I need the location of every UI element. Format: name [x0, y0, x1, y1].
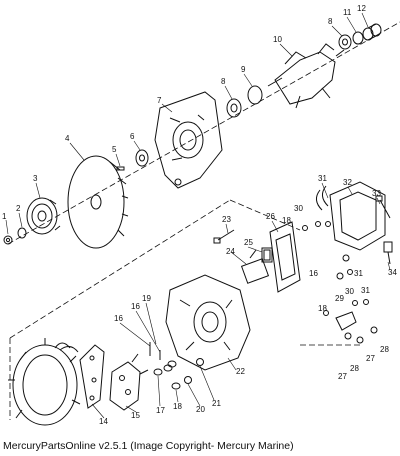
callout-1: 1 — [2, 212, 7, 221]
callout-26: 26 — [266, 212, 275, 221]
retainer-ring-icon — [247, 85, 263, 105]
stud-icon — [149, 342, 161, 360]
spacer-icon — [135, 149, 149, 167]
callout-16: 16 — [114, 314, 123, 323]
rectifier-bridge-icon — [109, 353, 149, 411]
callout-24: 24 — [226, 247, 235, 256]
callout-16: 16 — [309, 269, 318, 278]
callout-33: 33 — [372, 189, 381, 198]
key-icon — [116, 166, 125, 171]
callout-18: 18 — [318, 304, 327, 313]
callout-18: 18 — [282, 216, 291, 225]
seal-icon — [352, 31, 364, 45]
callout-2: 2 — [16, 204, 21, 213]
image-copyright-caption: MercuryPartsOnline v2.5.1 (Image Copyrig… — [3, 440, 294, 452]
capacitor-screw-icon — [375, 195, 391, 219]
slip-ring-bearing-icon — [338, 34, 352, 50]
callout-32: 32 — [343, 178, 352, 187]
callout-15: 15 — [131, 411, 140, 420]
callout-31: 31 — [318, 174, 327, 183]
callout-28: 28 — [380, 345, 389, 354]
brush-holder-icon — [261, 247, 273, 263]
slip-ring-end-frame-icon — [165, 274, 251, 371]
callout-8: 8 — [328, 17, 333, 26]
callout-3: 3 — [33, 174, 38, 183]
sleeve-icon — [362, 23, 382, 41]
callout-14: 14 — [99, 417, 108, 426]
callout-4: 4 — [65, 134, 70, 143]
callout-20: 20 — [196, 405, 205, 414]
callout-30: 30 — [294, 204, 303, 213]
diode-trio-icon — [79, 344, 105, 409]
callout-17: 17 — [156, 406, 165, 415]
stator-icon — [8, 338, 81, 426]
callout-8: 8 — [221, 77, 226, 86]
regulator-icon — [240, 249, 270, 284]
nut-icon — [3, 235, 13, 245]
callout-27: 27 — [338, 372, 347, 381]
callout-10: 10 — [273, 35, 282, 44]
callout-18: 18 — [173, 402, 182, 411]
bolt-icon — [213, 229, 235, 244]
terminal-assembly-icon — [323, 299, 378, 344]
callout-22: 22 — [236, 367, 245, 376]
callout-6: 6 — [130, 132, 135, 141]
callout-25: 25 — [244, 238, 253, 247]
callout-23: 23 — [222, 215, 231, 224]
callout-9: 9 — [241, 65, 246, 74]
rotor-icon — [267, 43, 345, 109]
washer-icon — [17, 227, 27, 239]
fan-icon — [67, 155, 129, 249]
terminal-screws-icon — [302, 221, 353, 280]
nut-icon — [184, 358, 204, 384]
callout-31: 31 — [361, 286, 370, 295]
drive-end-frame-icon — [154, 91, 223, 189]
callout-27: 27 — [366, 354, 375, 363]
callout-19: 19 — [142, 294, 151, 303]
callout-12: 12 — [357, 4, 366, 13]
pulley-icon — [26, 197, 61, 235]
callout-11: 11 — [343, 8, 352, 17]
callout-29: 29 — [335, 294, 344, 303]
callout-labels: 1 2 3 4 5 6 7 8 8 9 10 11 12 14 15 16 16… — [2, 4, 397, 426]
callout-34: 34 — [388, 268, 397, 277]
callout-16: 16 — [131, 302, 140, 311]
callout-21: 21 — [212, 399, 221, 408]
assembly-axis-lines — [7, 21, 400, 420]
callout-5: 5 — [112, 145, 117, 154]
callout-30: 30 — [345, 287, 354, 296]
insulator-icon — [167, 360, 181, 390]
gasket-icon — [269, 221, 301, 293]
bracket-icon — [383, 241, 393, 265]
callout-28: 28 — [350, 364, 359, 373]
callout-31: 31 — [354, 269, 363, 278]
rear-cover-icon — [316, 181, 386, 251]
bearing-icon — [226, 98, 242, 118]
leader-lines — [5, 12, 391, 419]
callout-7: 7 — [157, 96, 162, 105]
